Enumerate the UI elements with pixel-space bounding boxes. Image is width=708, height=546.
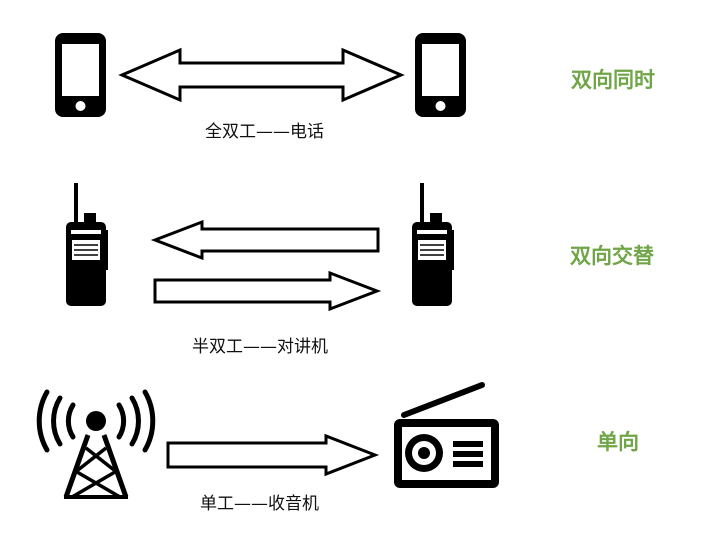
mode-label-full-duplex: 双向同时 <box>571 68 655 92</box>
caption-simplex: 单工——收音机 <box>200 494 319 514</box>
caption-half-duplex: 半双工——对讲机 <box>192 337 328 357</box>
arrow-left-half-duplex <box>150 219 380 261</box>
radio-receiver-icon <box>394 382 499 488</box>
phone-icon-right <box>415 33 466 117</box>
arrow-right-simplex <box>166 433 380 477</box>
radio-tower-icon <box>36 389 156 499</box>
walkie-talkie-icon-right <box>412 183 454 306</box>
walkie-talkie-icon-left <box>66 183 108 306</box>
double-arrow-full-duplex <box>118 47 405 103</box>
mode-label-simplex: 单向 <box>597 430 639 454</box>
mode-label-half-duplex: 双向交替 <box>570 244 654 268</box>
caption-full-duplex: 全双工——电话 <box>205 122 324 142</box>
phone-icon-left <box>55 33 106 117</box>
arrow-right-half-duplex <box>153 270 382 312</box>
